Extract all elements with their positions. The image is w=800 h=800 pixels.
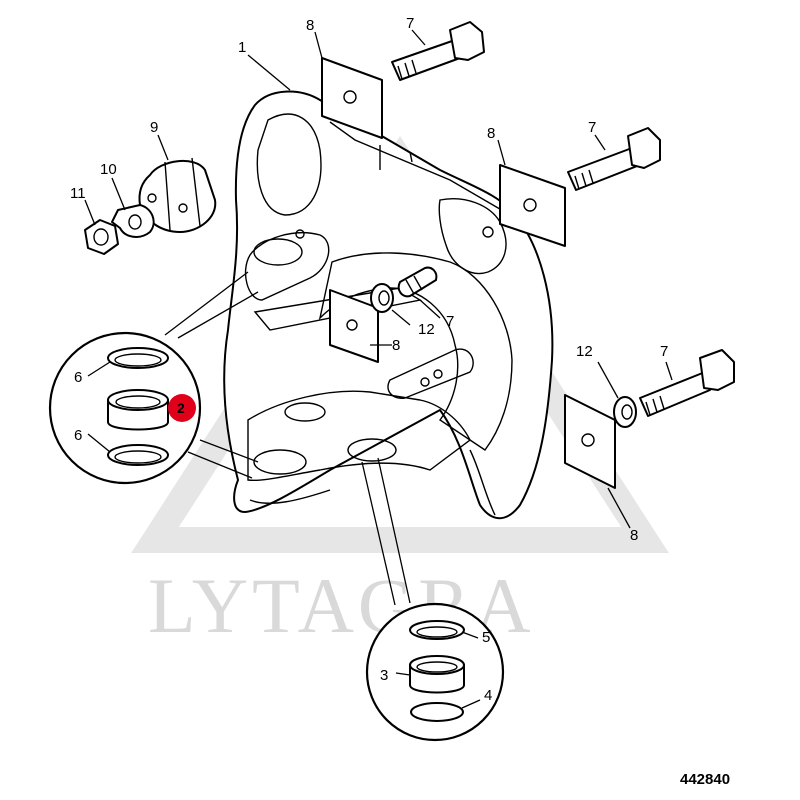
callout-12-right: 12 bbox=[576, 343, 593, 360]
washer-center bbox=[370, 283, 394, 313]
callout-4: 4 bbox=[484, 687, 492, 704]
spacer-plate-top bbox=[321, 57, 383, 139]
callout-7-right-lower: 7 bbox=[660, 343, 668, 360]
spacer-plate-right-upper bbox=[499, 164, 566, 247]
tab-washer bbox=[111, 204, 155, 238]
reference-number: 442840 bbox=[680, 771, 730, 788]
leader-lines bbox=[84, 29, 673, 529]
callout-12-center: 12 bbox=[418, 321, 435, 338]
bolt-right-lower bbox=[639, 349, 735, 417]
bolt-top bbox=[391, 21, 485, 81]
callout-labels: 1 8 7 8 7 9 10 11 12 7 8 12 7 8 6 6 5 3 … bbox=[70, 15, 668, 704]
spacer-plate-center bbox=[329, 289, 379, 363]
hex-nut bbox=[84, 219, 119, 255]
detail-circle-bottom bbox=[361, 457, 505, 742]
callout-7-top: 7 bbox=[406, 15, 414, 32]
callout-7-right-upper: 7 bbox=[588, 119, 596, 136]
washer-right bbox=[613, 396, 637, 428]
callout-8-right-upper: 8 bbox=[487, 125, 495, 142]
bolt-right-upper bbox=[567, 127, 661, 191]
callout-10: 10 bbox=[100, 161, 117, 178]
callout-8-center: 8 bbox=[392, 337, 400, 354]
callout-5: 5 bbox=[482, 629, 490, 646]
cover-plate bbox=[138, 157, 217, 233]
callout-2: 2 bbox=[177, 400, 185, 416]
callout-6-upper: 6 bbox=[74, 369, 82, 386]
spacer-plate-right-lower bbox=[564, 394, 616, 489]
callout-11: 11 bbox=[70, 185, 86, 202]
callout-3: 3 bbox=[380, 667, 388, 684]
callout-6-lower: 6 bbox=[74, 427, 82, 444]
callout-8-top: 8 bbox=[306, 17, 314, 34]
bolt-center bbox=[397, 266, 438, 298]
callout-9: 9 bbox=[150, 119, 158, 136]
callout-8-right-lower: 8 bbox=[630, 527, 638, 544]
callout-7-center: 7 bbox=[446, 313, 454, 330]
highlighted-callout-2[interactable]: 2 bbox=[168, 394, 196, 422]
detail-circle-left bbox=[48, 271, 259, 485]
callout-1: 1 bbox=[238, 39, 246, 56]
